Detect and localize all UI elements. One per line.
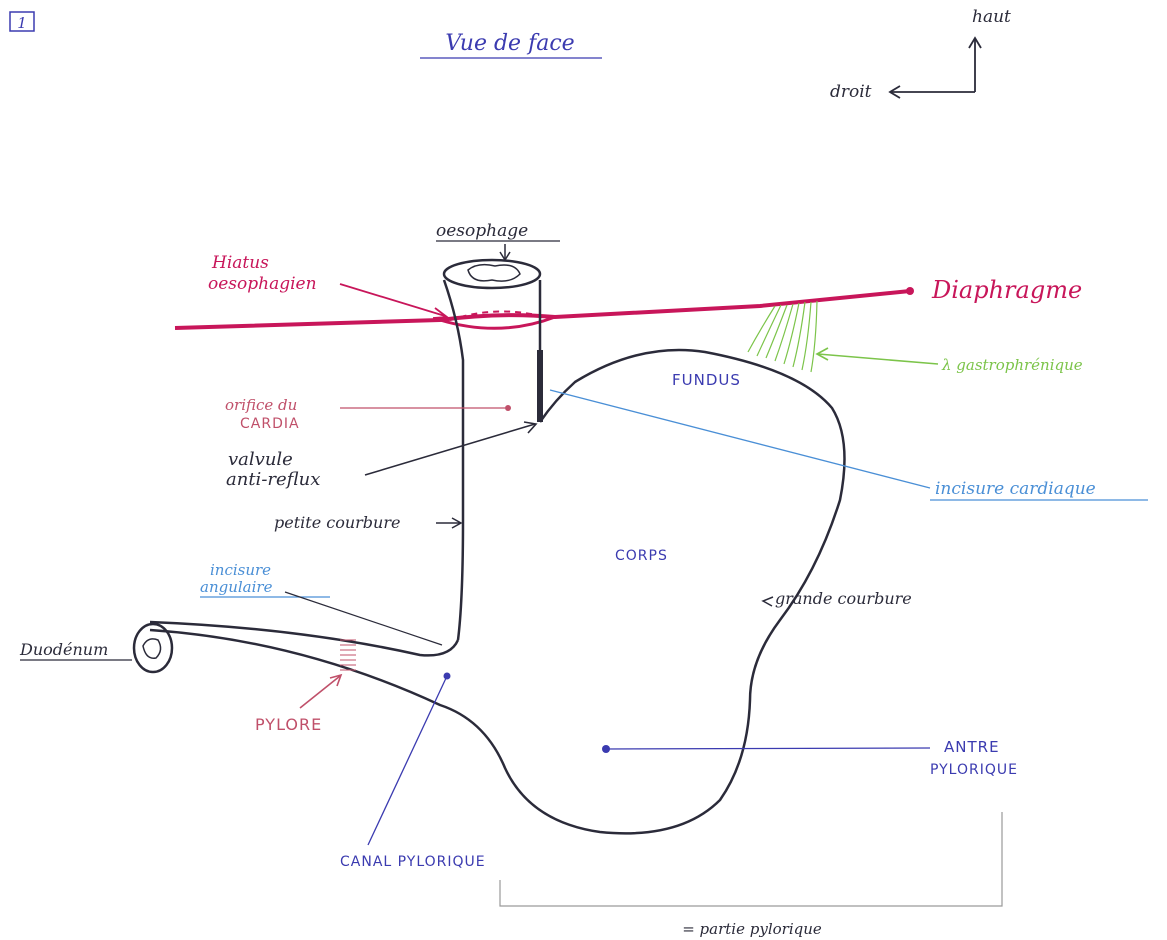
partie-pylorique-label: = partie pylorique [682,920,822,938]
hiatus-label-2: oesophagien [208,274,317,294]
incisure-cardiaque-pointer [550,390,930,488]
antre-label-1: ANTRE [944,738,1000,756]
corps-label: CORPS [615,548,668,564]
cardia-point [505,405,511,411]
incisure-angulaire-label-1: incisure [210,561,271,579]
page-number: 1 [10,12,34,32]
antre-label-2: PYLORIQUE [930,762,1018,778]
incisure-cardiaque-label: incisure cardiaque [935,479,1096,499]
petite-courbure-label: petite courbure [274,513,400,532]
grande-courbure-label: grande courbure [775,589,912,608]
pylore-label: PYLORE [255,715,322,734]
page-title: Vue de face [420,31,602,58]
oesophage-label: oesophage [436,221,528,241]
orifice-label-1: orifice du [225,396,297,414]
orientation-right-label: droit [830,82,872,102]
lesser-curvature-bottom [150,622,458,655]
incisure-angulaire-label-2: angulaire [200,578,273,596]
orientation-indicator [890,38,981,98]
orientation-up-label: haut [972,7,1011,27]
valvule-label-1: valvule [228,449,293,470]
valvule-label-2: anti-reflux [226,469,320,490]
canal-label: CANAL PYLORIQUE [340,854,486,870]
hiatus-pointer [340,284,445,316]
diaphragme-label: Diaphragme [931,276,1082,304]
duodenum-label: Duodénum [19,640,108,659]
svg-text:Vue de face: Vue de face [445,31,574,56]
svg-text:1: 1 [17,14,27,32]
gastrophrenic-ligament [748,301,817,372]
orifice-label-2: CARDIA [240,416,300,432]
fundus-label: FUNDUS [672,371,741,389]
pylorus-hatch [340,640,356,670]
hiatus-label-1: Hiatus [211,253,269,273]
ligament-label: λ gastrophrénique [941,356,1083,374]
